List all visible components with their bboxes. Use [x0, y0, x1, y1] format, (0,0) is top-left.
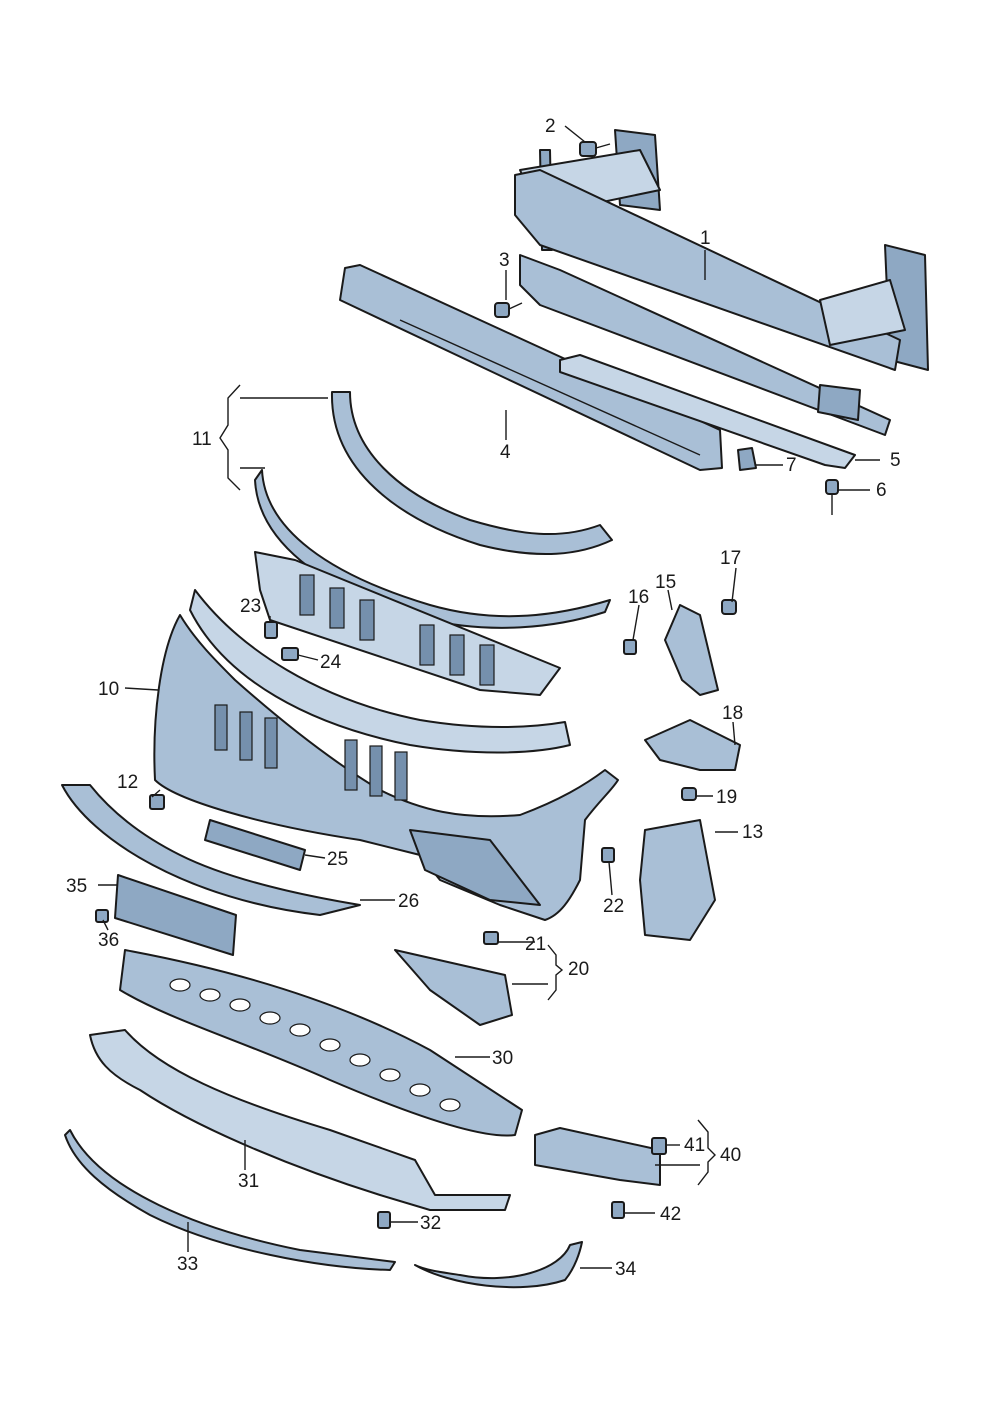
callout-33: 33	[177, 1254, 198, 1275]
part-16-screw	[623, 639, 637, 655]
part-41-clip	[651, 1137, 667, 1155]
part-17-clip	[721, 599, 737, 615]
part-6-screw	[825, 479, 839, 515]
part-34-corner-spoiler	[414, 1241, 583, 1289]
part-7-clip	[737, 447, 757, 471]
part-40-corner-bracket	[534, 1127, 661, 1186]
part-11-upper-trim	[330, 391, 613, 556]
part-12-sensor-holder	[149, 794, 165, 810]
callout-36: 36	[98, 930, 119, 951]
part-21-clip	[483, 931, 499, 945]
leader-lines	[98, 125, 880, 1269]
callout-21: 21	[525, 934, 546, 955]
part-26-lower-trim	[61, 784, 361, 916]
callout-18: 18	[722, 703, 743, 724]
part-18-bracket	[644, 719, 741, 771]
callout-23: 23	[240, 596, 261, 617]
part-10-bumper-cover	[153, 589, 619, 921]
part-31-underbody-panel	[89, 1029, 511, 1211]
part-4-impact-absorber	[339, 264, 723, 471]
callout-16: 16	[628, 587, 649, 608]
part-24-clip	[281, 647, 299, 661]
callout-30: 30	[492, 1048, 513, 1069]
part-20-bracket	[394, 949, 513, 1026]
callout-35: 35	[66, 876, 87, 897]
callout-1: 1	[700, 228, 711, 249]
part-30-lower-grille	[119, 949, 523, 1137]
callout-10: 10	[98, 679, 119, 700]
callout-2: 2	[545, 116, 556, 137]
part-32-screw	[377, 1211, 391, 1229]
callout-26: 26	[398, 891, 419, 912]
part-33-spoiler-lip	[64, 1129, 396, 1271]
callout-19: 19	[716, 787, 737, 808]
callout-13: 13	[742, 822, 763, 843]
callout-32: 32	[420, 1213, 441, 1234]
callout-15: 15	[655, 572, 676, 593]
part-13-bracket	[639, 819, 716, 941]
callout-42: 42	[660, 1204, 681, 1225]
part-19-nut	[681, 787, 697, 801]
part-35-licence-plate-holder	[114, 874, 237, 956]
callout-40: 40	[720, 1145, 741, 1166]
callout-labels: 1 2 3 4 5 6 7 10 11 12 13 15 16 17 18 19…	[66, 116, 901, 1280]
callout-12: 12	[117, 772, 138, 793]
callout-20: 20	[568, 959, 589, 980]
part-2-screw	[579, 141, 611, 157]
callout-4: 4	[500, 442, 511, 463]
callout-34: 34	[615, 1259, 637, 1280]
part-3-screw	[494, 302, 523, 318]
part-23-screw	[264, 621, 278, 639]
callout-3: 3	[499, 250, 510, 271]
part-1-bumper-carrier	[514, 129, 929, 436]
grille-frame	[254, 551, 561, 696]
callout-5: 5	[890, 450, 901, 471]
part-42-screw	[611, 1201, 625, 1219]
part-22-clip	[601, 847, 615, 863]
callout-41: 41	[684, 1135, 705, 1156]
callout-7: 7	[786, 455, 797, 476]
callout-11: 11	[192, 429, 212, 450]
callout-17: 17	[720, 548, 741, 569]
callout-31: 31	[238, 1171, 259, 1192]
part-36-clip	[95, 909, 109, 923]
part-5-bracket	[559, 354, 856, 469]
part-15-bracket	[664, 604, 719, 696]
callout-24: 24	[320, 652, 342, 673]
part-25-trim-strip	[204, 819, 306, 871]
callout-25: 25	[327, 849, 348, 870]
callout-22: 22	[603, 896, 624, 917]
callout-6: 6	[876, 480, 887, 501]
